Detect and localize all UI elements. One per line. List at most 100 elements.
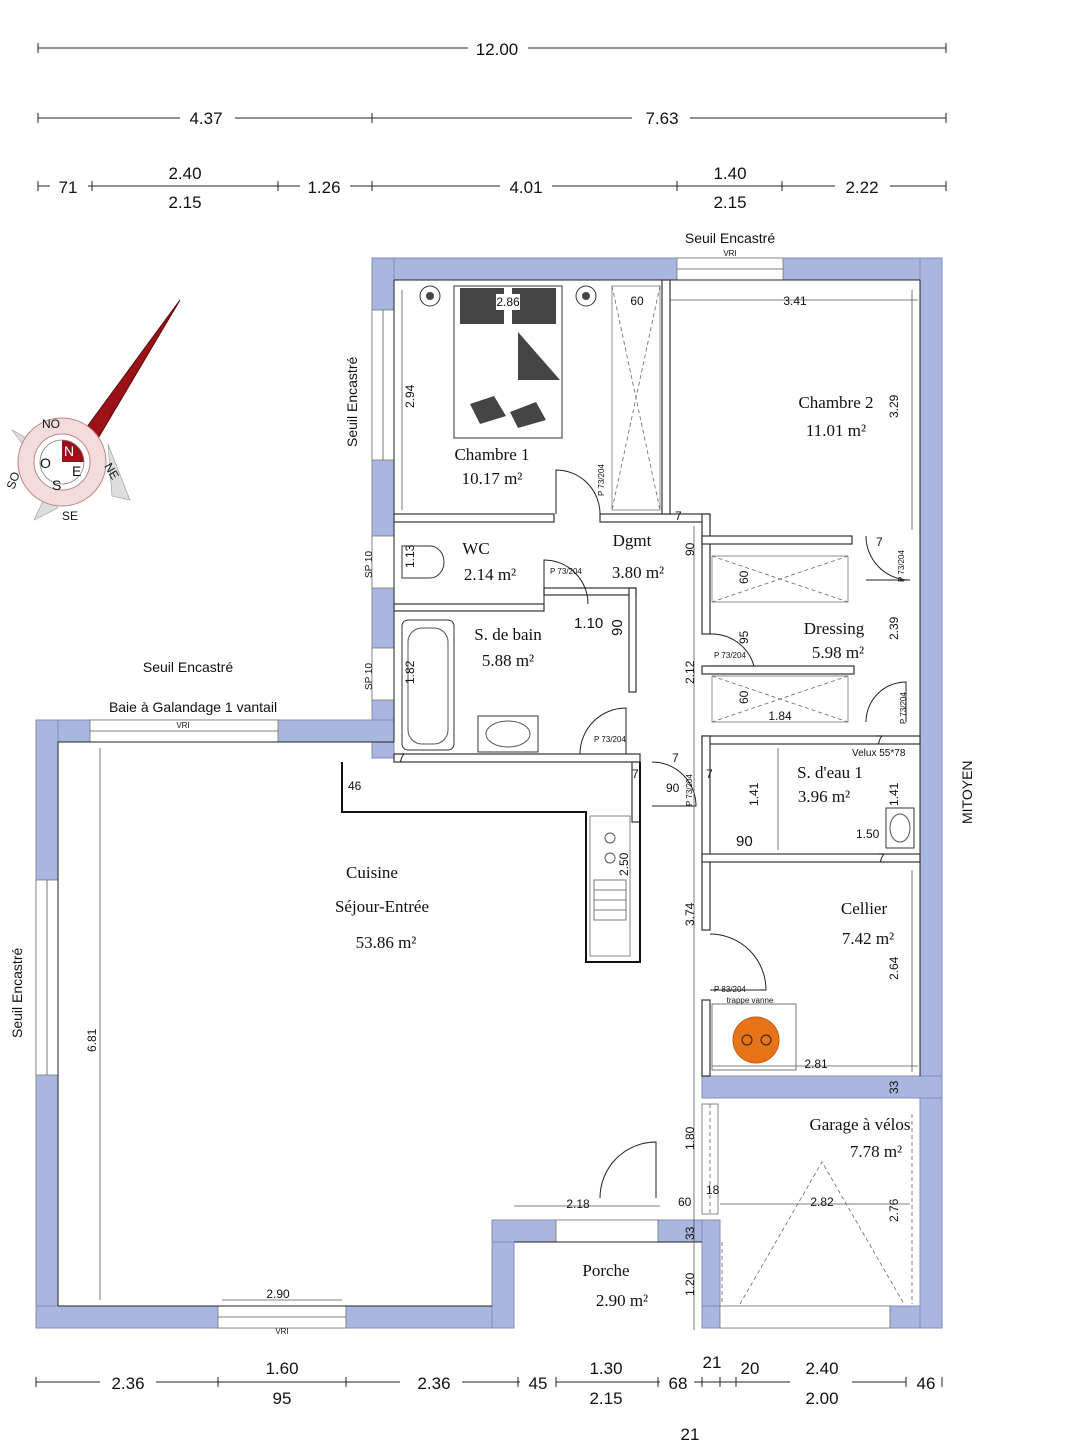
room-porche-name: Porche [582,1261,629,1280]
dim-bot-68: 68 [669,1374,688,1393]
interior-walls [393,279,921,1077]
dim-bot-21b: 21 [681,1425,700,1444]
room-wc-name: WC [462,539,489,558]
room-dressing-name: Dressing [804,619,865,638]
compass-icon: NO NE SO SE O N E S [4,299,181,523]
room-dgmt-area: 3.80 m² [612,563,664,582]
compass-so: SO [4,470,23,491]
dim-282: 2.82 [810,1195,834,1209]
dim-90b: 90 [609,619,626,636]
dim-bot-21: 21 [703,1353,722,1372]
room-sejour-area: 53.86 m² [356,933,417,952]
room-cellier-area: 7.42 m² [842,929,894,948]
inner-dimensions: 60 3.41 2.94 3.29 7 90 7 1.13 1.10 90 60… [85,290,918,1330]
room-chambre1-area: 10.17 m² [462,469,523,488]
dim-141a: 1.41 [747,782,761,806]
room-sdb-name: S. de bain [474,625,542,644]
boiler: trappe vanne [711,996,797,1071]
door-label-3: P 73/204 [594,735,626,744]
seuil-left-upper: Seuil Encastré [344,357,360,447]
dim-681: 6.81 [85,1028,99,1052]
dim-7h: 7 [878,851,885,865]
dim-215a: 2.15 [168,193,201,212]
annotations: Seuil Encastré Seuil Encastré Seuil Enca… [9,230,975,1038]
dim-276: 2.76 [887,1198,901,1222]
dim-33a: 33 [887,1080,901,1094]
dim-286: 2.86 [496,295,520,309]
dim-bot-200: 2.00 [805,1389,838,1408]
door-label-5: P 73/204 [897,550,906,582]
dim-bot-215: 2.15 [589,1389,622,1408]
dim-329: 3.29 [887,394,901,418]
dim-182: 1.82 [403,660,417,684]
door-label-1: P 73/204 [597,464,606,496]
door-label-7: P 73/204 [685,774,694,806]
door-label-8: P 83/204 [714,985,746,994]
top-dimensions: 12.00 4.37 7.63 71 2.40 2.15 1.26 4.01 1… [37,40,947,212]
dim-240: 2.40 [168,164,201,183]
dim-18: 18 [706,1183,720,1197]
dim-bot-236b: 2.36 [417,1374,450,1393]
dim-60b: 60 [737,570,751,584]
dim-763: 7.63 [645,109,678,128]
dim-374: 3.74 [683,902,697,926]
compass-e: E [72,463,81,479]
dim-bot-20: 20 [741,1359,760,1378]
bed: 2.86 [419,285,597,439]
dim-total-width: 12.00 [476,40,519,59]
room-chambre1-name: Chambre 1 [454,445,529,464]
dim-90c: 90 [666,781,680,795]
compass-o: O [40,455,51,471]
inner-outline [57,279,921,1307]
room-sdb-area: 5.88 m² [482,651,534,670]
dim-90d: 90 [736,833,753,850]
seuil-mid-label: Seuil Encastré [143,659,233,675]
room-chambre2-area: 11.01 m² [806,421,866,440]
baie-label: Baie à Galandage 1 vantail [109,699,277,715]
sp10-lower: SP 10 [364,663,375,690]
trappe-label: trappe vanne [727,996,774,1005]
dim-212: 2.12 [683,660,697,684]
compass-n: N [64,443,74,459]
dim-7b: 7 [876,535,883,549]
velux-label: Velux 55*78 [852,748,906,759]
bathroom-fixtures [401,545,915,849]
room-sejour-line2: Séjour-Entrée [335,897,429,916]
dim-140: 1.40 [713,164,746,183]
door-label-4: P 73/204 [714,651,746,660]
dim-110: 1.10 [574,615,603,632]
door-label-6: P 73/204 [899,692,908,724]
dim-184: 1.84 [768,709,792,723]
dim-437: 4.37 [189,109,222,128]
dim-7c: 7 [398,751,405,765]
room-garage-name: Garage à vélos [809,1115,910,1134]
bike-space [701,1103,913,1305]
dim-250: 2.50 [617,852,631,876]
door-label-2: P 73/204 [550,567,582,576]
seuil-left-lower: Seuil Encastré [9,948,25,1038]
dim-294: 2.94 [403,384,417,408]
dim-215b: 2.15 [713,193,746,212]
seuil-top-label: Seuil Encastré [685,230,775,246]
dim-218: 2.18 [566,1197,590,1211]
dim-126: 1.26 [307,178,340,197]
dim-60a: 60 [630,294,644,308]
room-dgmt-name: Dgmt [613,531,652,550]
room-labels: Chambre 1 10.17 m² Chambre 2 11.01 m² WC… [335,393,911,1310]
sp10-upper: SP 10 [364,551,375,578]
room-cellier-name: Cellier [841,899,888,918]
room-sdeau-area: 3.96 m² [798,787,850,806]
dim-141b: 1.41 [887,782,901,806]
dim-90a: 90 [683,542,697,556]
mitoyen-label: MITOYEN [959,760,975,824]
dim-bot-46: 46 [917,1374,936,1393]
doors: P 73/204 P 73/204 P 73/204 P 73/204 P 73… [543,464,911,1199]
room-chambre2-name: Chambre 2 [798,393,873,412]
compass-s: S [52,477,61,493]
dim-7g: 7 [706,767,713,781]
dim-341: 3.41 [783,294,807,308]
dim-95: 95 [737,630,751,644]
dim-222: 2.22 [845,178,878,197]
room-dressing-area: 5.98 m² [812,643,864,662]
windows: VRI VRI VRI [35,249,891,1336]
